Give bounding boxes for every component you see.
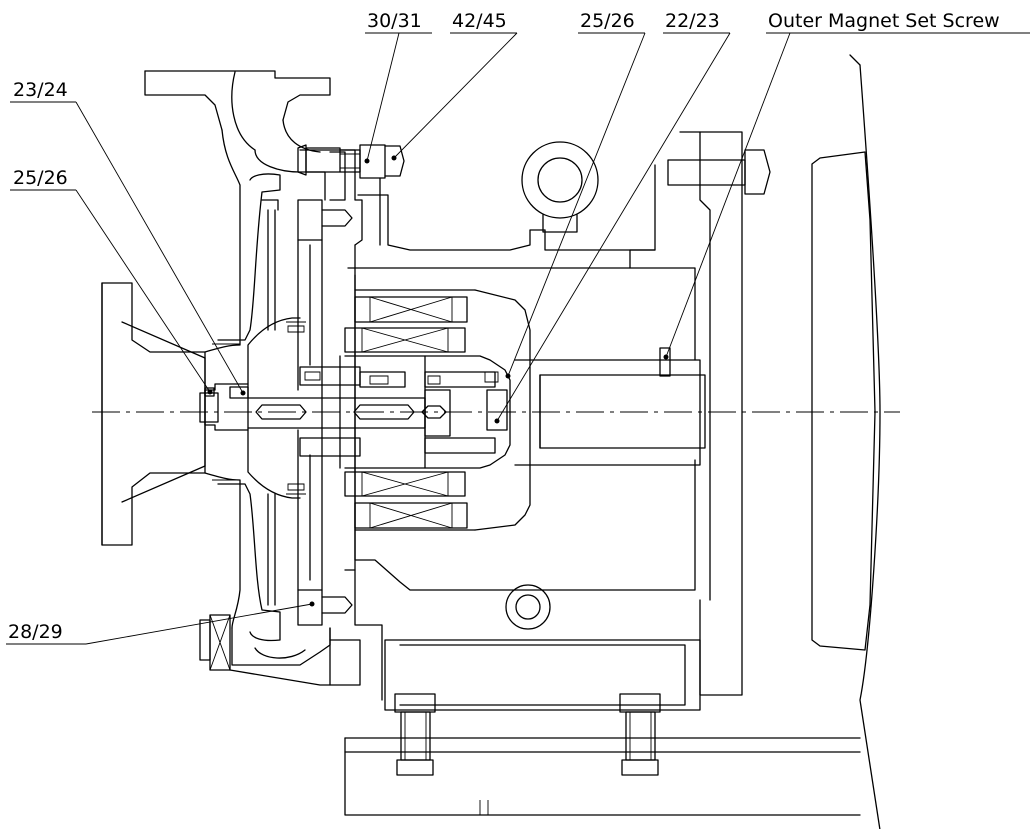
callout-23-24: 23/24	[13, 79, 68, 101]
callout-25-26-top: 25/26	[580, 10, 635, 32]
impeller	[199, 317, 306, 499]
lifting-eye-bolt	[505, 141, 599, 630]
callout-30-31: 30/31	[367, 10, 422, 32]
motor-adapter	[544, 54, 881, 829]
bearing-housing	[299, 177, 696, 591]
backplate	[297, 151, 383, 701]
callout-28-29: 28/29	[8, 621, 63, 643]
suction-flange	[101, 282, 206, 546]
callout-outer-magnet-set-screw: Outer Magnet Set Screw	[768, 10, 1000, 32]
drive-coupling	[514, 347, 706, 466]
callout-labels: 30/31 42/45 25/26 22/23 Outer Magnet Set…	[8, 10, 1000, 643]
callout-42-45: 42/45	[452, 10, 507, 32]
callout-25-26-left: 25/26	[13, 167, 68, 189]
base-frame	[344, 639, 861, 816]
casing-bolt-top	[297, 144, 405, 179]
pump-casing	[144, 70, 363, 686]
leader-lines	[6, 32, 1030, 645]
callout-22-23: 22/23	[665, 10, 720, 32]
shaft	[247, 389, 451, 437]
